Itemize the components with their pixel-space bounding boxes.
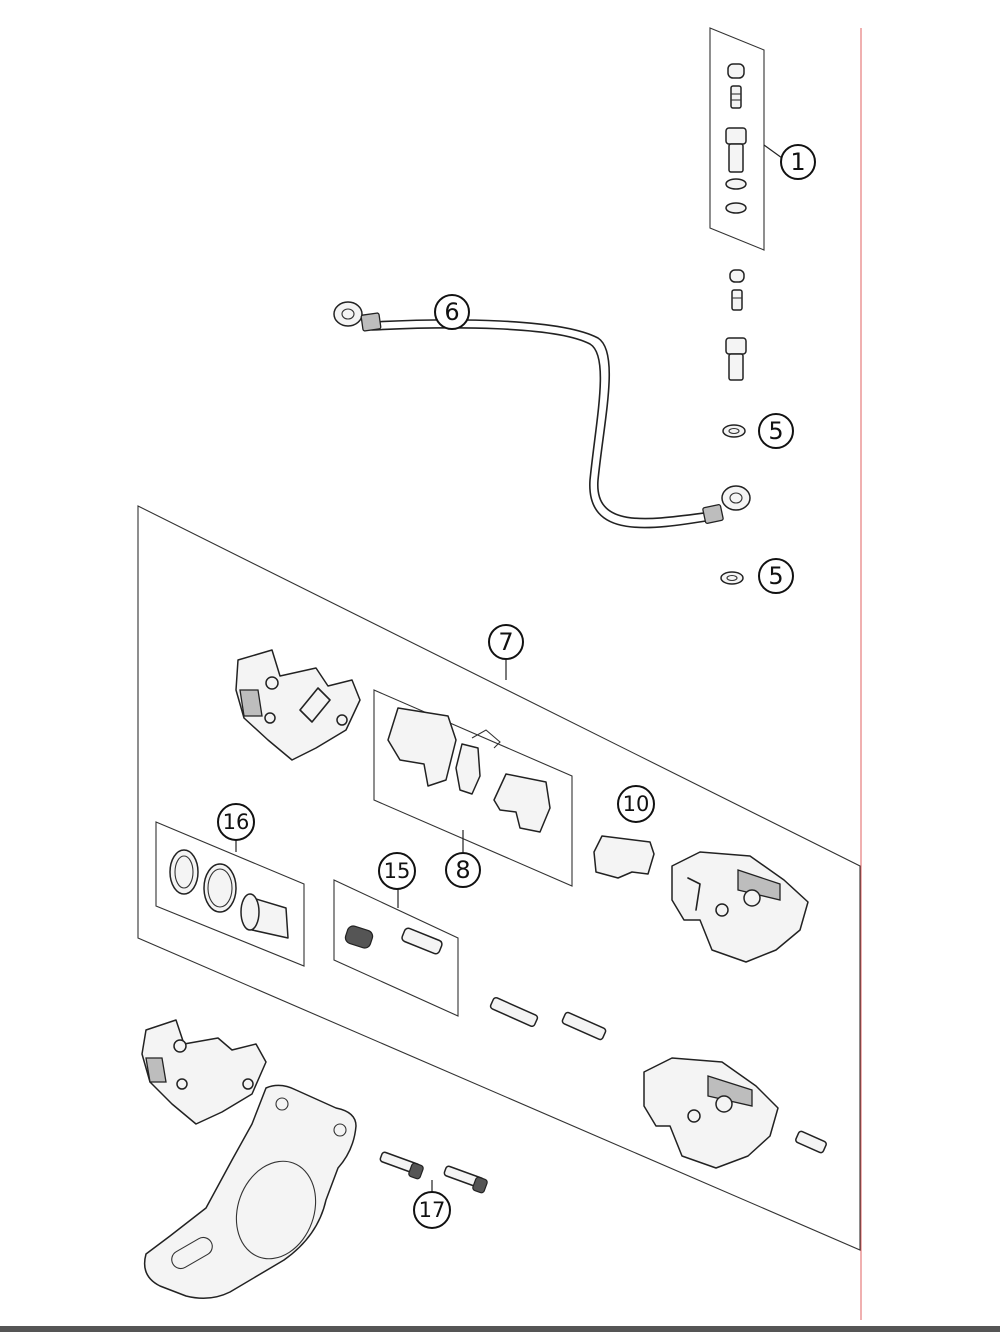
callout-label: 10 — [623, 792, 650, 816]
caliper-body — [643, 1057, 779, 1169]
callout-label: 5 — [768, 562, 783, 590]
callout-17: 17 — [413, 1191, 451, 1229]
callout-15: 15 — [378, 852, 416, 890]
callout-5-lower: 5 — [758, 558, 794, 594]
callout-10: 10 — [617, 785, 655, 823]
brake-pad-set-panel — [373, 689, 573, 887]
callout-8: 8 — [445, 852, 481, 888]
caliper-assembly-panel — [137, 505, 861, 1251]
callout-label: 6 — [444, 298, 459, 326]
callout-label: 15 — [384, 859, 411, 883]
callout-label: 5 — [768, 417, 783, 445]
callout-7: 7 — [488, 624, 524, 660]
callout-label: 8 — [455, 856, 470, 884]
pad-retainer-plate — [593, 835, 655, 879]
callout-5-upper: 5 — [758, 413, 794, 449]
brake-hose — [333, 301, 751, 529]
caliper-bracket — [141, 1019, 267, 1125]
sealing-washer — [720, 424, 746, 585]
callout-label: 1 — [790, 148, 805, 176]
callout-1: 1 — [780, 144, 816, 180]
banjo-bolt — [725, 269, 747, 381]
bottom-bar — [0, 1326, 1000, 1332]
guide-pin-kit-panel — [333, 879, 459, 1017]
piston-seal-kit-panel — [155, 821, 305, 967]
callout-label: 7 — [498, 628, 513, 656]
callout-label: 17 — [419, 1198, 446, 1222]
caliper-body — [671, 851, 809, 963]
guide-pins — [489, 996, 827, 1154]
brake-disc-guard — [143, 1084, 357, 1299]
callout-label: 16 — [223, 810, 250, 834]
bleeder-kit-panel — [709, 27, 783, 251]
caliper-support — [235, 649, 361, 761]
mounting-bolts — [379, 1151, 488, 1194]
callout-16: 16 — [217, 803, 255, 841]
callout-6: 6 — [434, 294, 470, 330]
